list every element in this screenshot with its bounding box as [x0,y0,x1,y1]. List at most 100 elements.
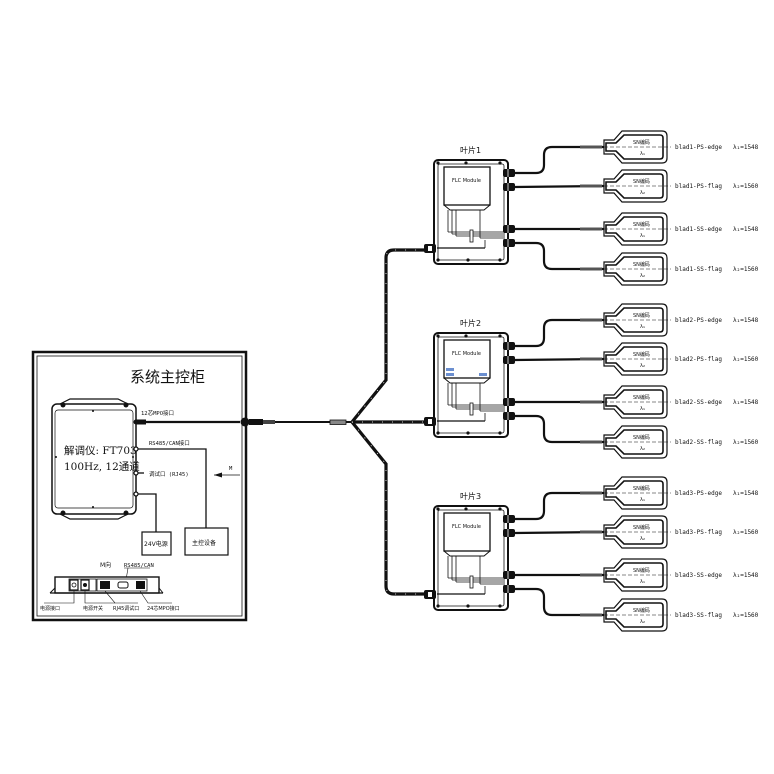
sensor-cable [515,318,604,348]
sensor-cable [515,414,604,444]
sensor-wavelength-label: λ₁=1548 [733,490,759,497]
cable-sleeve [580,530,602,534]
sensor-lambda-label: λ₁ [640,324,645,330]
sensor-id-label: blad2-SS-edge [675,399,722,406]
main-control-cabinet: 系统主控柜 解调仪: FT703 100Hz, 12通道 12芯MPO接口 RS… [31,350,248,622]
sensor-id-label: blad1-SS-edge [675,226,722,233]
blade-title: 叶片2 [460,318,481,328]
sensor-sn-label: SN编码 [633,607,650,614]
sensor-sn-label: SN编码 [633,178,650,185]
cabinet-title: 系统主控柜 [130,368,205,386]
fbg-sensor-body: SN编码 λ₂ [603,425,671,459]
sensor-wavelength-label: λ₂=1560 [733,612,759,619]
output-cable-gland [503,169,515,177]
sensor-lambda-label: λ₂ [640,190,645,196]
cable-sleeve [580,491,602,495]
flc-module: FLC Module [443,512,491,557]
debug-port-label: 调试口 (RJ45) [149,470,189,478]
sensor-cable [515,587,604,617]
input-cable-gland [424,244,436,253]
fbg-sensor-body: SN编码 λ₂ [603,169,671,203]
sensor-wavelength-label: λ₂=1560 [733,266,759,273]
flc-module-label: FLC Module [452,178,481,184]
m-view-title: M向 [100,561,111,569]
sensor-sn-label: SN编码 [633,261,650,268]
sensor-sn-label: SN编码 [633,312,650,319]
m-view-label-power-switch: 电源开关 [83,605,103,612]
m-direction-arrow: M [214,466,240,478]
sensor-cable [515,145,604,175]
cabinet-wall-connector [240,417,275,427]
cable-to-blade-3 [350,420,428,596]
blade-title: 叶片3 [460,491,481,501]
cable-sleeve [580,184,602,188]
cable-sleeve [580,267,602,271]
rs485-port-icon [133,446,139,452]
sensor-2-1: SN编码 λ₁ blad2-PS-edge λ₁=1548 [503,303,759,350]
rs485-port-label: RS485/CAN接口 [149,439,190,447]
m-view-rs485-label: RS485/CAN [124,563,154,569]
m-view-label-mpo: 24芯MPO接口 [147,605,180,612]
sensor-lambda-label: λ₁ [640,151,645,157]
sensor-1-4: SN编码 λ₂ blad1-SS-flag λ₂=1560 [503,239,759,286]
sensor-sn-label: SN编码 [633,524,650,531]
sensor-id-label: blad1-SS-flag [675,266,722,273]
fbg-sensor-body: SN编码 λ₁ [603,303,671,337]
cable-sleeve [580,573,602,577]
sensor-sn-label: SN编码 [633,434,650,441]
junction-box: FLC Module [424,159,509,265]
power-supply-box [141,531,172,556]
sensor-id-label: blad1-PS-flag [675,183,722,190]
mpo-port-label: 12芯MPO接口 [141,409,174,417]
sensor-wavelength-label: λ₁=1548 [733,317,759,324]
output-cable-gland [503,183,515,191]
output-cable-gland [503,571,515,579]
output-cable-gland [503,225,515,233]
m-view-panel: M向 RS485/CAN 电源接口 电源开关 RJ45调试口 24芯MPO [40,561,180,612]
output-cable-gland [503,585,515,593]
sensor-id-label: blad3-PS-edge [675,490,722,497]
trunk-cable [275,248,428,596]
output-cable-gland [503,239,515,247]
input-cable-gland [424,590,436,599]
junction-box: FLC Module [424,505,509,611]
output-cable-gland [503,515,515,523]
sensor-lambda-label: λ₂ [640,446,645,452]
sensor-lambda-label: λ₁ [640,579,645,585]
sensor-id-label: blad2-SS-flag [675,439,722,446]
sensor-lambda-label: λ₂ [640,536,645,542]
sensor-id-label: blad2-PS-edge [675,317,722,324]
output-cable-gland [503,529,515,537]
cabinet-outer-frame [31,350,248,622]
flc-module: FLC Module [443,166,491,211]
sensor-wavelength-label: λ₁=1548 [733,226,759,233]
debug-port-icon [133,470,139,476]
output-cable-gland [503,398,515,406]
cable-sleeve [580,357,602,361]
sensor-sn-label: SN编码 [633,221,650,228]
flc-module-label: FLC Module [452,524,481,530]
cable-sleeve [580,145,602,149]
sensor-id-label: blad3-PS-flag [675,529,722,536]
sensor-lambda-label: λ₂ [640,273,645,279]
main-controller-box [184,527,229,556]
sensor-wavelength-label: λ₁=1548 [733,144,759,151]
cable-sleeve [580,400,602,404]
